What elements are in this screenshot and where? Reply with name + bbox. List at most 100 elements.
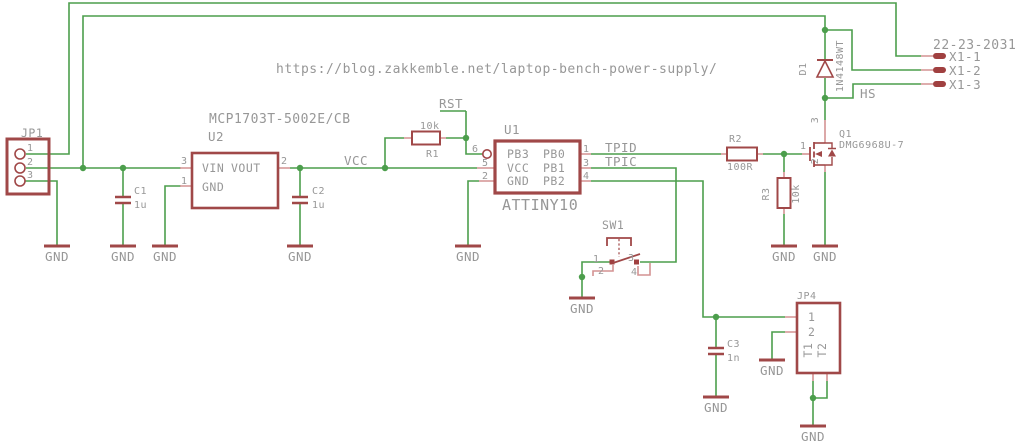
wire-sw1-left-gnd xyxy=(581,261,611,298)
x1-pad-2 xyxy=(933,67,946,73)
gnd-label-c3: GND xyxy=(704,400,728,415)
q1-pin-num-drain: 3 xyxy=(810,117,821,124)
u1-pin-num-1: 1 xyxy=(583,144,590,155)
r3-ref-label: R3 xyxy=(761,187,772,200)
gnd-label-sw1: GND xyxy=(570,301,594,316)
junction-dot xyxy=(462,134,470,142)
junction-dot xyxy=(809,394,817,402)
u2-port-vout: VOUT xyxy=(231,161,261,175)
gnd-label-jp1: GND xyxy=(45,249,69,264)
pin-stubs-u1-right xyxy=(580,153,591,182)
r2-ref-label: R2 xyxy=(729,134,742,145)
d1-ref-label: D1 xyxy=(798,62,809,75)
wire-vcc-to-r1 xyxy=(384,137,404,168)
c1-plates xyxy=(115,195,131,205)
c1-ref-label: C1 xyxy=(134,186,147,197)
u2-port-vin: VIN xyxy=(202,161,224,175)
u1-pin-num-5: 5 xyxy=(482,158,489,169)
sw1-ref-label: SW1 xyxy=(602,218,624,232)
c1-value-label: 1u xyxy=(134,200,147,211)
r2-body xyxy=(726,146,758,162)
net-label-vcc: VCC xyxy=(344,153,368,168)
junction-dot xyxy=(79,164,87,172)
u2-pin-num-vin: 3 xyxy=(181,156,188,167)
jp1-ref-label: JP1 xyxy=(21,126,43,140)
wire-pb2-to-jp4 xyxy=(591,180,785,318)
u2-body xyxy=(190,151,280,210)
sw1-actuator xyxy=(606,237,632,246)
sw1-pin-num-1: 1 xyxy=(593,254,600,265)
net-wires xyxy=(25,2,921,426)
junction-dot xyxy=(780,150,788,158)
jp1-pad-1 xyxy=(14,148,26,160)
wire-tpic-to-sw1 xyxy=(591,167,677,263)
r1-body xyxy=(411,130,441,146)
sw1-contact-right xyxy=(634,259,639,265)
u1-port-gnd: GND xyxy=(507,174,529,188)
pin-stubs-x1 xyxy=(921,55,933,85)
u1-port-pb0: PB0 xyxy=(543,147,565,161)
gnd-label-q1: GND xyxy=(813,249,837,264)
jp1-pad-3 xyxy=(14,175,26,187)
jp1-pin1-num: 1 xyxy=(27,143,34,154)
x1-pin1-label: X1-1 xyxy=(949,49,981,64)
wire-jp1-to-x1-1 xyxy=(26,2,921,155)
jp1-pad-2 xyxy=(14,162,26,174)
junction-dot xyxy=(119,164,127,172)
u2-ref-label: U2 xyxy=(208,129,224,144)
u1-port-vcc: VCC xyxy=(507,161,529,175)
u1-port-pb2: PB2 xyxy=(543,174,565,188)
x1-header-label: 22-23-2031 xyxy=(933,38,1016,53)
d1-diode xyxy=(815,59,835,78)
net-label-hs: HS xyxy=(860,86,876,101)
junction-dot xyxy=(821,94,829,102)
c3-value-label: 1n xyxy=(727,353,740,364)
gnd-label-c1: GND xyxy=(111,249,135,264)
net-label-rst: RST xyxy=(439,96,463,111)
wire-to-x1-2 xyxy=(825,29,921,71)
sw1-pin-num-4: 4 xyxy=(631,267,638,278)
q1-pin-num-gate: 1 xyxy=(800,141,807,152)
wire-u2-gnd xyxy=(164,185,181,246)
pin-loop-sw1-2 xyxy=(592,265,614,276)
gnd-label-c2: GND xyxy=(288,249,312,264)
c2-ref-label: C2 xyxy=(312,186,325,197)
junction-dot xyxy=(712,313,720,321)
x1-pad-1 xyxy=(933,53,946,59)
u1-body xyxy=(493,139,582,195)
wire-jp4-t2-join xyxy=(813,381,828,399)
wire-vin-riser-to-fan xyxy=(82,15,826,168)
note-url: https://blog.zakkemble.net/laptop-bench-… xyxy=(276,62,717,77)
u1-pin-num-2: 2 xyxy=(482,171,489,182)
q1-body-diode-triangle xyxy=(828,149,836,157)
jp1-pin2-num: 2 xyxy=(27,157,34,168)
r1-value-label: 10k xyxy=(420,121,440,132)
jp4-port-t1: T1 xyxy=(801,343,815,358)
u2-pin-num-gnd: 1 xyxy=(181,176,188,187)
junction-dot xyxy=(578,273,586,281)
jp4-pin-num-2: 2 xyxy=(808,325,815,339)
gnd-label-jp4-t: GND xyxy=(801,429,825,444)
gnd-label-jp4-pin2: GND xyxy=(760,363,784,378)
junction-dots xyxy=(79,26,829,402)
u1-mcu xyxy=(481,139,582,195)
u2-port-gnd: GND xyxy=(202,180,224,194)
wire-hs-to-x1-3 xyxy=(825,83,921,99)
jp1-connector xyxy=(5,137,51,196)
pin-stubs xyxy=(180,55,933,381)
u1-ref-label: U1 xyxy=(504,122,520,137)
q1-substrate-arrow xyxy=(815,151,822,157)
gnd-label-r3: GND xyxy=(772,249,796,264)
u2-value-label: MCP1703T-5002E/CB xyxy=(209,112,351,127)
q1-body-diode-wires xyxy=(825,142,836,166)
wire-jp4-pin2-gnd xyxy=(771,331,785,360)
gnd-label-u2: GND xyxy=(153,249,177,264)
junction-dot xyxy=(821,26,829,34)
c3-ref-label: C3 xyxy=(727,339,740,350)
pin-stubs-jp4 xyxy=(785,316,828,381)
q1-pin-num-source: 2 xyxy=(810,158,821,165)
jp1-pin3-num: 3 xyxy=(27,170,34,181)
u1-value-label: ATTINY10 xyxy=(502,196,578,214)
sw1-pin-num-3: 3 xyxy=(628,253,635,264)
